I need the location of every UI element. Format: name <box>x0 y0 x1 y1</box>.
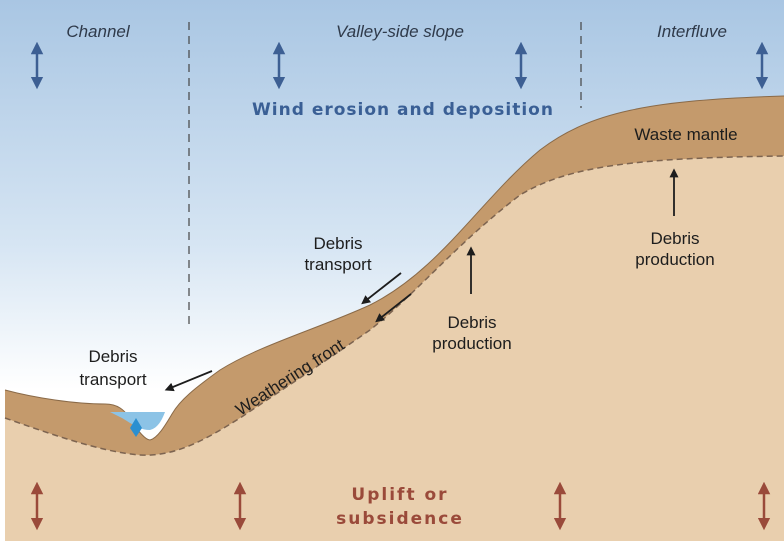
zone-label-valley-side-slope: Valley-side slope <box>336 22 464 41</box>
debris-transport-channel-line1: Debris <box>88 347 137 366</box>
debris-transport-arrow-icon <box>361 272 402 305</box>
zone-label-interfluve: Interfluve <box>657 22 727 41</box>
debris-production-interfluve-line1: Debris <box>650 229 699 248</box>
debris-transport-slope-line1: Debris <box>313 234 362 253</box>
debris-transport-channel-line2: transport <box>79 370 146 389</box>
waste-mantle-label: Waste mantle <box>634 125 737 144</box>
weathering-front-line <box>4 155 784 456</box>
debris-transport-arrow-icon <box>164 370 213 392</box>
zone-label-channel: Channel <box>66 22 131 41</box>
debris-production-slope-line2: production <box>432 334 511 353</box>
ground-surface-line <box>4 95 784 441</box>
bedrock-layer <box>5 156 784 541</box>
debris-production-slope-line1: Debris <box>447 313 496 332</box>
debris-production-interfluve-line2: production <box>635 250 714 269</box>
uplift-label-line2: subsidence <box>336 509 464 529</box>
debris-transport-arrow-icon <box>375 293 412 323</box>
water-drop-icon <box>130 418 142 437</box>
debris-transport-slope-line2: transport <box>304 255 371 274</box>
wind-erosion-label: Wind erosion and deposition <box>252 100 554 120</box>
uplift-label-line1: Uplift or <box>351 485 448 505</box>
